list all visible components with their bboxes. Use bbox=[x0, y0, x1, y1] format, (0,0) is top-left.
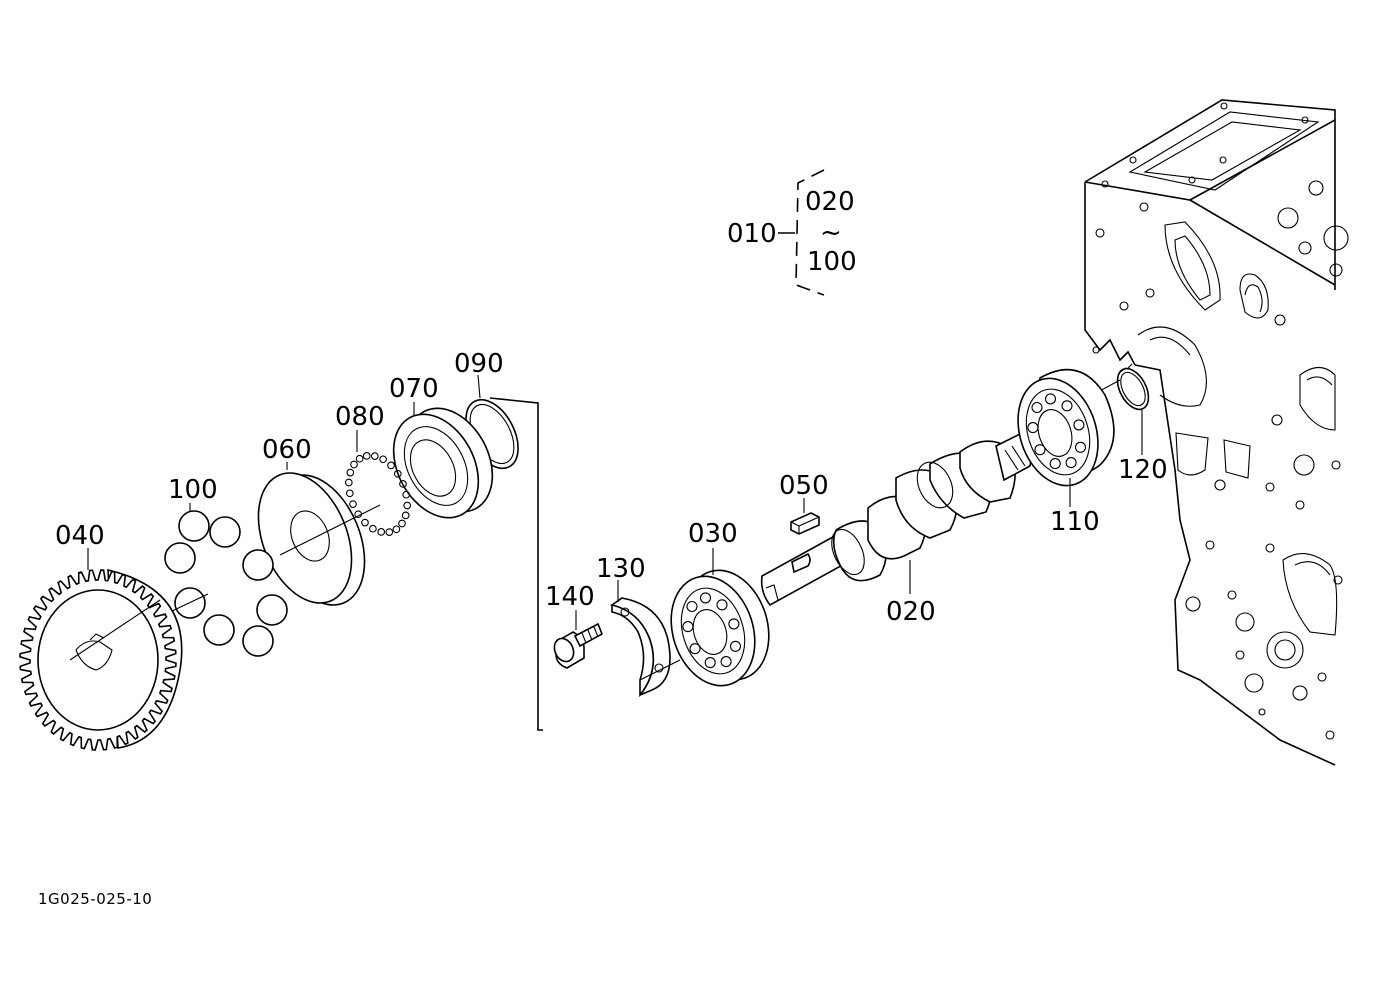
leader-lines bbox=[87, 374, 1143, 630]
ball-080 bbox=[346, 468, 355, 477]
bearing-ball bbox=[1061, 400, 1073, 412]
circlip-120 bbox=[1116, 363, 1150, 411]
label-130: 130 bbox=[596, 554, 646, 584]
label-100-range: 100 bbox=[807, 247, 857, 277]
bearing-cover-070 bbox=[392, 407, 494, 519]
ball-080 bbox=[402, 490, 411, 499]
steel-balls-100 bbox=[164, 510, 288, 657]
bearing-ball bbox=[716, 599, 728, 611]
thrust-washer-060 bbox=[257, 472, 381, 606]
bearing-ball bbox=[689, 643, 701, 655]
bearing-ball bbox=[1065, 457, 1077, 469]
ball-080 bbox=[349, 500, 357, 508]
bearing-ball bbox=[1073, 419, 1085, 431]
bearing-ball bbox=[1074, 441, 1087, 453]
bearing-ball bbox=[686, 600, 698, 613]
label-010: 010 bbox=[727, 219, 777, 249]
ball-080 bbox=[369, 524, 377, 533]
stopper-plate-130 bbox=[610, 597, 681, 698]
label-100: 100 bbox=[168, 475, 218, 505]
ball-080 bbox=[362, 452, 371, 460]
ball-080 bbox=[393, 469, 402, 478]
bearing-ball bbox=[729, 640, 742, 652]
document-id: 1G025-025-10 bbox=[38, 890, 153, 908]
ball-080 bbox=[377, 528, 386, 536]
label-070: 070 bbox=[389, 374, 439, 404]
ball-080 bbox=[370, 452, 379, 460]
ball-080 bbox=[379, 455, 387, 464]
ball-080 bbox=[403, 501, 412, 510]
label-020-range: 020 bbox=[805, 187, 855, 217]
ball-080 bbox=[401, 511, 410, 520]
assembly-bracket bbox=[778, 169, 825, 296]
ball-080 bbox=[399, 480, 407, 488]
bearing-ball bbox=[1034, 444, 1046, 456]
ball-080 bbox=[350, 460, 358, 469]
bearing-ball bbox=[699, 592, 712, 604]
ball-080 bbox=[392, 525, 401, 534]
label-range-separator: ~ bbox=[820, 218, 842, 248]
helical-gear-040 bbox=[19, 568, 183, 751]
part-labels: 010 020 ~ 100 040 100 060 080 070 090 14… bbox=[55, 187, 1168, 627]
ball-bearing-110 bbox=[1017, 368, 1115, 487]
label-090: 090 bbox=[454, 349, 504, 379]
bearing-ball bbox=[728, 618, 740, 630]
ball-bearing-030 bbox=[670, 569, 770, 687]
bearing-ball bbox=[1031, 401, 1043, 414]
label-060: 060 bbox=[262, 435, 312, 465]
ball-080 bbox=[387, 461, 395, 470]
label-050: 050 bbox=[779, 471, 829, 501]
label-030: 030 bbox=[688, 519, 738, 549]
label-040: 040 bbox=[55, 521, 105, 551]
camshaft-020 bbox=[760, 379, 1121, 607]
label-080: 080 bbox=[335, 402, 385, 432]
feather-key-050 bbox=[790, 512, 820, 535]
ball-080 bbox=[345, 489, 354, 498]
ball-080 bbox=[385, 528, 394, 536]
ball-080 bbox=[344, 478, 353, 487]
bearing-ball bbox=[1027, 422, 1039, 434]
bearing-ball bbox=[704, 657, 716, 669]
ball-080 bbox=[355, 454, 364, 463]
ball-080 bbox=[398, 519, 406, 528]
bearing-ball bbox=[720, 656, 732, 668]
steel-balls-080 bbox=[344, 452, 412, 536]
bearing-ball bbox=[1044, 393, 1057, 405]
label-140: 140 bbox=[545, 582, 595, 612]
label-120: 120 bbox=[1118, 455, 1168, 485]
label-110: 110 bbox=[1050, 507, 1100, 537]
bearing-ball bbox=[1049, 458, 1061, 470]
bolt-140 bbox=[553, 622, 604, 669]
engine-block bbox=[1084, 99, 1349, 766]
ball-080 bbox=[361, 518, 369, 527]
bearing-ball bbox=[682, 621, 694, 633]
label-020: 020 bbox=[886, 597, 936, 627]
